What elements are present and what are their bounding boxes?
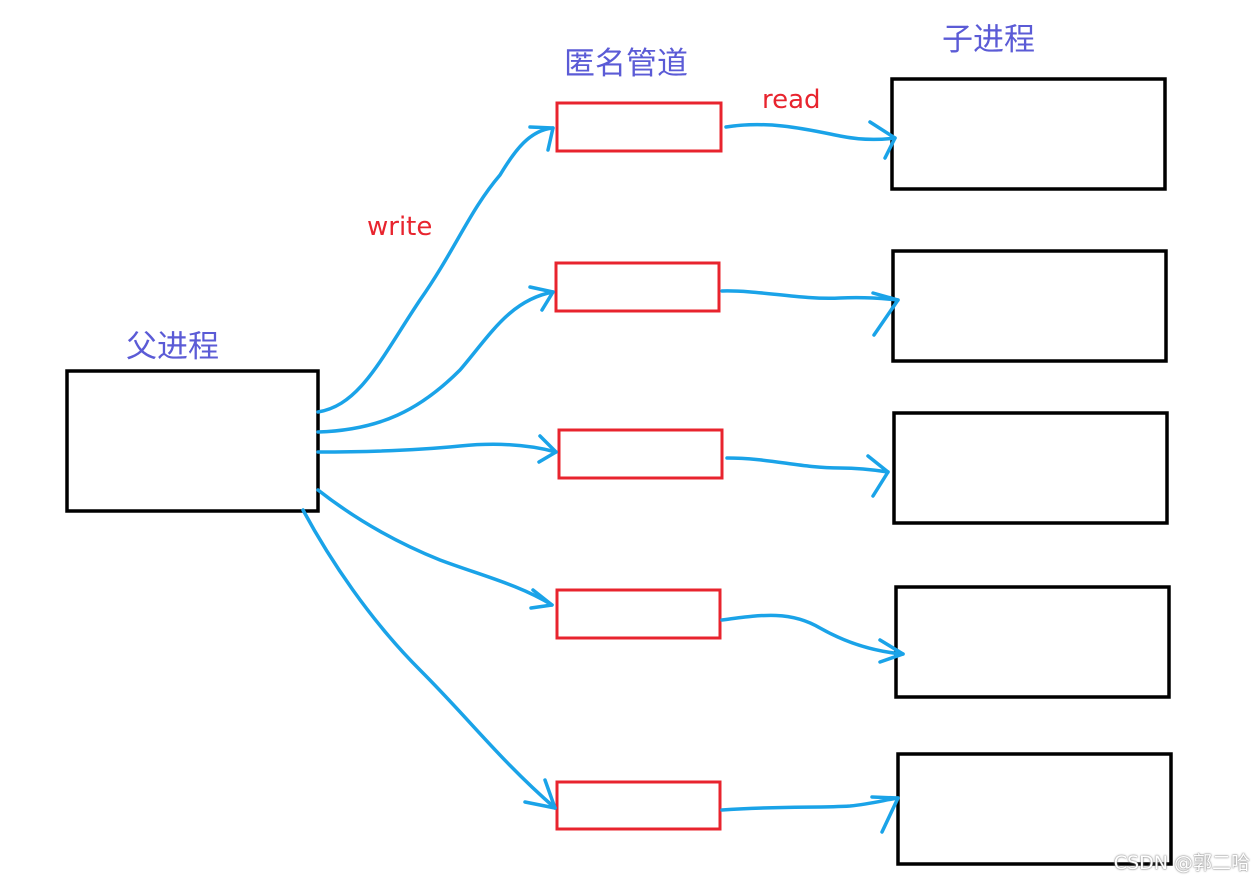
write-arrow (316, 488, 554, 610)
parent-process-label: 父进程 (126, 329, 219, 365)
child-process-box (891, 249, 1168, 363)
read-arrow (724, 120, 897, 160)
child-process-box (894, 585, 1171, 699)
anonymous-pipe-label: 匿名管道 (564, 46, 688, 82)
child-process-box (890, 77, 1167, 191)
pipe-box (555, 780, 722, 831)
pipe-box (555, 588, 722, 640)
write-arrow (316, 285, 555, 434)
pipe-box (554, 261, 721, 313)
child-process-label: 子进程 (942, 22, 1035, 58)
write-arrow (316, 125, 555, 414)
read-arrow (720, 613, 905, 664)
write-label: write (367, 212, 432, 242)
write-arrow (301, 508, 557, 810)
pipe-box (555, 101, 723, 153)
write-arrow (316, 434, 558, 464)
read-arrow (725, 454, 890, 498)
read-label: read (762, 85, 821, 115)
parent-process-box (65, 369, 320, 513)
pipe-box (557, 428, 724, 480)
child-process-box (896, 752, 1173, 866)
read-arrow (720, 795, 900, 834)
child-process-box (892, 411, 1169, 525)
read-arrow (720, 289, 900, 337)
watermark: CSDN @郭二哈 (1113, 852, 1250, 874)
